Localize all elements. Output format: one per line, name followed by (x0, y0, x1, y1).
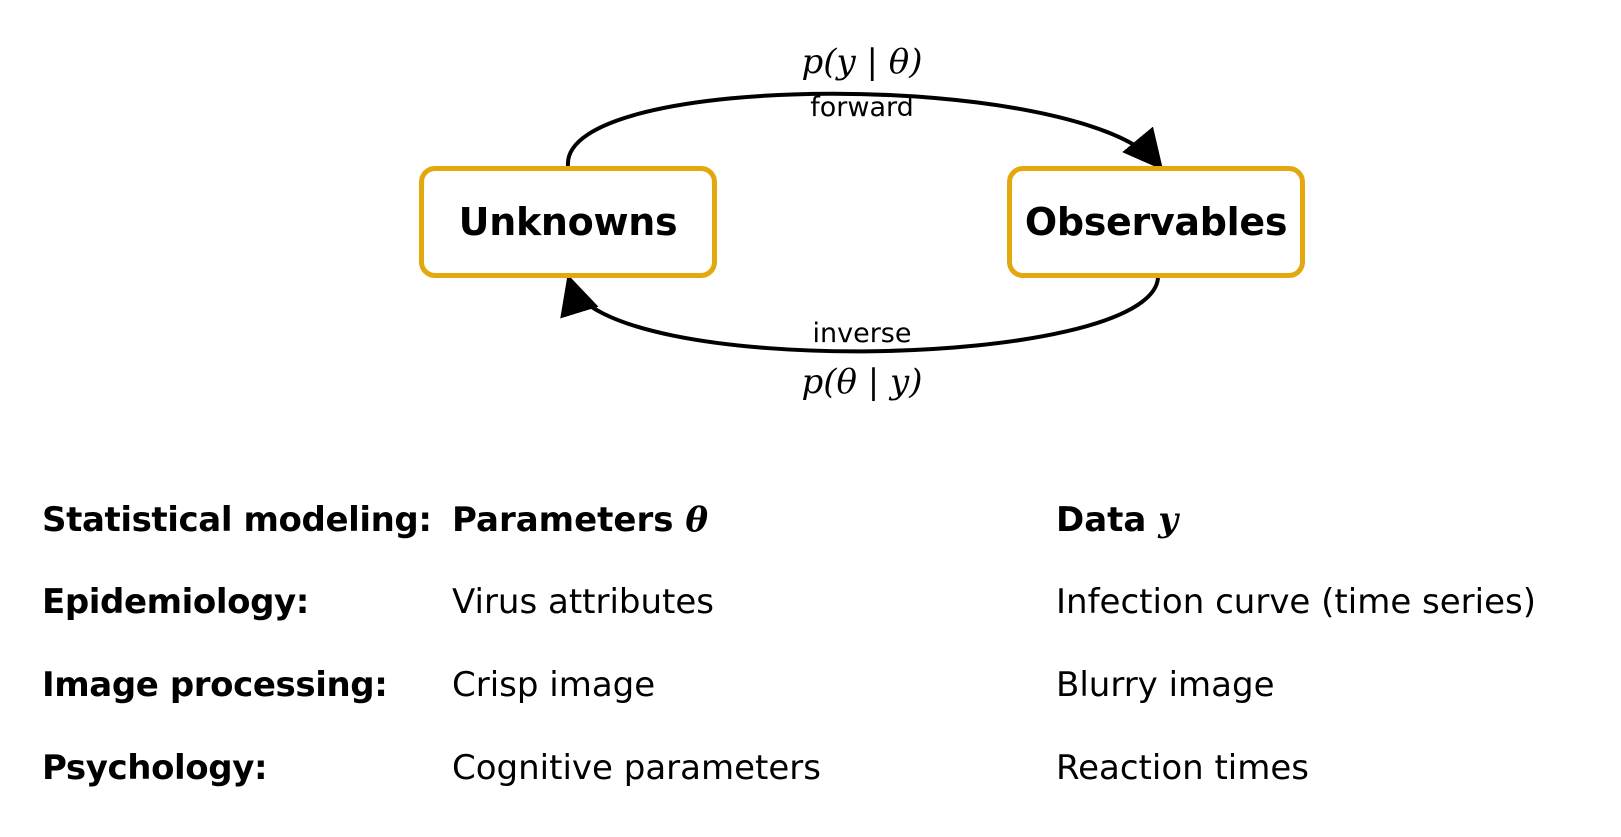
unknowns-label: Unknowns (458, 200, 678, 244)
row-unknown: Crisp image (452, 665, 656, 705)
inverse-formula: p(θ | y) (801, 362, 923, 402)
table-header-row: Statistical modeling: Parameters θ Data … (0, 500, 1621, 560)
row-observable: Blurry image (1056, 665, 1275, 705)
table-row: Image processing: Crisp image Blurry ima… (0, 665, 1621, 725)
y-symbol: y (1158, 500, 1178, 540)
header-unknown-text: Parameters (452, 500, 674, 540)
forward-label: forward (810, 92, 914, 123)
table-row: Psychology: Cognitive parameters Reactio… (0, 748, 1621, 808)
arrows-canvas (560, 91, 1164, 354)
row-observable: Reaction times (1056, 748, 1310, 788)
row-unknown: Virus attributes (452, 582, 715, 622)
observables-node: Observables (1007, 166, 1305, 278)
theta-symbol: θ (685, 500, 708, 540)
row-label: Statistical modeling: (42, 500, 432, 540)
row-observable: Infection curve (time series) (1056, 582, 1537, 622)
observables-label: Observables (1024, 200, 1288, 244)
forward-inverse-diagram: Unknowns Observables p(y | θ) forward in… (419, 42, 1305, 402)
table-row: Epidemiology: Virus attributes Infection… (0, 582, 1621, 642)
row-unknown: Cognitive parameters (452, 748, 821, 788)
unknowns-node: Unknowns (419, 166, 717, 278)
row-label: Image processing: (42, 665, 388, 705)
header-unknown: Parameters θ (452, 500, 708, 540)
row-label: Psychology: (42, 748, 268, 788)
inverse-arrow (560, 274, 1160, 354)
header-observable-text: Data (1056, 500, 1147, 540)
inverse-label: inverse (812, 318, 912, 349)
row-label: Epidemiology: (42, 582, 309, 622)
forward-formula: p(y | θ) (801, 42, 923, 82)
forward-arrow (565, 91, 1164, 171)
header-observable: Data y (1056, 500, 1178, 540)
